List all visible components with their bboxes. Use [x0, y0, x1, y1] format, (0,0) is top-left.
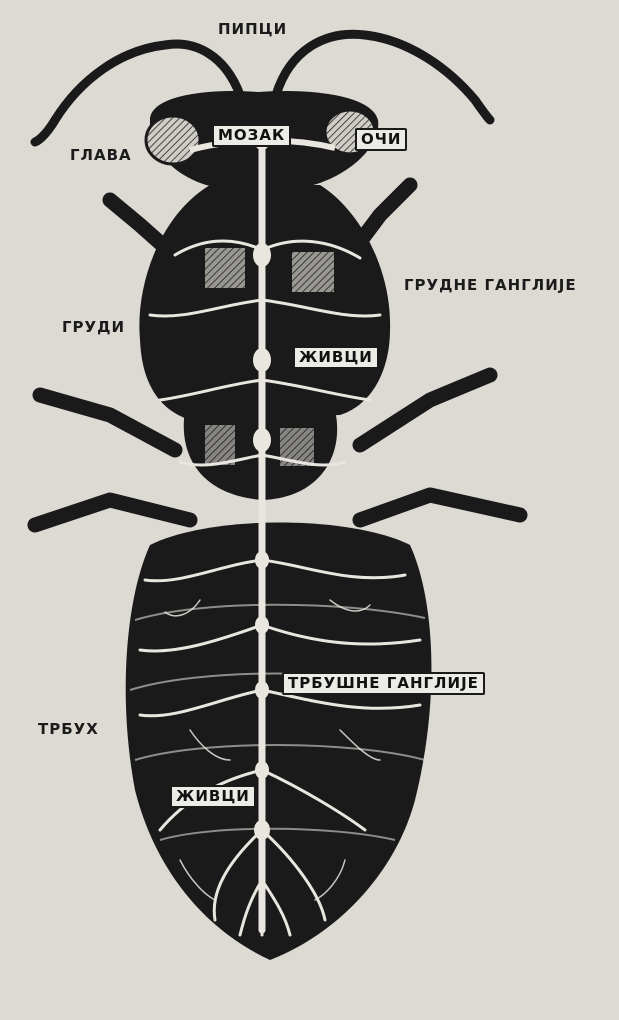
label-abdominal-ganglia: ТРБУШНЕ ГАНГЛИЈЕ [282, 672, 485, 695]
label-eyes: ОЧИ [355, 128, 407, 151]
label-antennae: ПИПЦИ [218, 22, 287, 37]
label-nerves-thorax: ЖИВЦИ [293, 346, 379, 369]
label-head: ГЛАВА [70, 148, 132, 163]
label-abdomen: ТРБУХ [38, 722, 99, 737]
abdomen [126, 523, 432, 961]
label-thoracic-ganglia: ГРУДНЕ ГАНГЛИЈЕ [404, 278, 577, 293]
left-eye [146, 116, 200, 164]
label-thorax: ГРУДИ [62, 320, 125, 335]
label-nerves-abdomen: ЖИВЦИ [170, 785, 256, 808]
label-brain: МОЗАК [212, 124, 291, 147]
